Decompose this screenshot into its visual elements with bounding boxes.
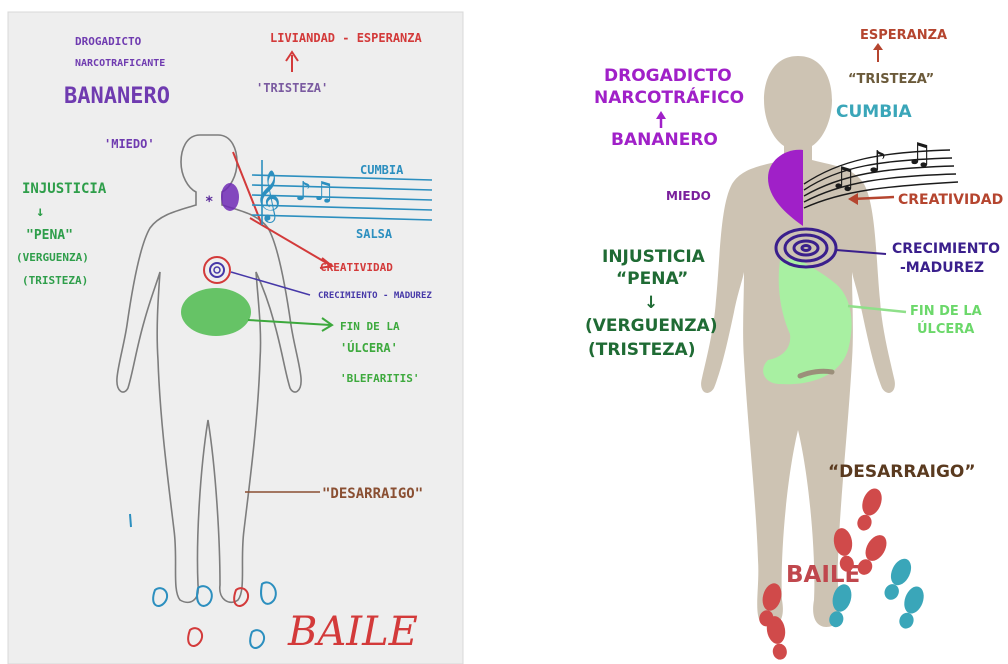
svg-text:↓: ↓ [36, 204, 44, 220]
sketch-label-narcotraficante: NARCOTRAFICANTE [75, 58, 165, 69]
sketch-label-verguenza: (VERGUENZA) [16, 251, 89, 264]
svg-text:↓: ↓ [644, 293, 658, 313]
sketch-label-desarraigo: "DESARRAIGO" [322, 486, 423, 502]
sketch-label-tristeza2: (TRISTEZA) [22, 274, 88, 287]
sketch-panel: * 𝄞 ♪♫ DROGADICTO NARCOTRAFICANTE BANANE… [8, 12, 463, 664]
sketch-label-crecimiento: CRECIMIENTO - MADUREZ [318, 291, 432, 301]
sketch-label-blefaritis: 'BLEFARITIS' [340, 372, 419, 385]
label-narcotrafico: NARCOTRÁFICO [594, 86, 744, 108]
sketch-label-salsa: SALSA [356, 227, 393, 241]
sketch-label-tristeza: 'TRISTEZA' [256, 81, 328, 95]
label-esperanza: ESPERANZA [860, 28, 947, 43]
svg-text:♪♫: ♪♫ [295, 177, 335, 207]
sketch-label-bananero: BANANERO [64, 84, 170, 109]
sketch-label-drogadicto: DROGADICTO [75, 35, 142, 48]
label-fin: FIN DE LA [910, 304, 982, 319]
svg-text:𝄞: 𝄞 [255, 170, 281, 223]
infographic-panel: ♫ ♪ ♫ ESPERANZA “TRISTEZA” DROGADICTO NA… [585, 28, 1003, 661]
sketch-heart [221, 183, 239, 211]
sketch-label-ulcera: 'ÚLCERA' [340, 340, 398, 355]
label-injusticia: INJUSTICIA [602, 247, 706, 267]
label-tristeza2: (TRISTEZA) [588, 340, 696, 360]
sketch-label-pena: "PENA" [26, 228, 73, 243]
svg-text:♪: ♪ [868, 145, 887, 180]
svg-text:♫: ♫ [906, 137, 933, 172]
label-pena: “PENA” [616, 269, 688, 289]
label-miedo: MIEDO [666, 189, 711, 203]
label-cumbia: CUMBIA [836, 102, 912, 122]
label-verguenza: (VERGUENZA) [585, 316, 717, 336]
sketch-label-cumbia: CUMBIA [360, 163, 404, 177]
label-creatividad: CREATIVIDAD [898, 192, 1003, 208]
label-desarraigo: “DESARRAIGO” [828, 462, 976, 482]
label-ulcera: ÚLCERA [917, 321, 974, 337]
label-drogadicto: DROGADICTO [604, 66, 732, 86]
label-madurez: -MADUREZ [900, 260, 984, 276]
sketch-label-liviandad: LIVIANDAD - ESPERANZA [270, 31, 422, 45]
sketch-label-miedo: 'MIEDO' [104, 137, 155, 151]
music-notes-icon: ♫ ♪ ♫ [830, 137, 933, 196]
sketch-label-injusticia: INJUSTICIA [22, 181, 107, 197]
svg-text:♫: ♫ [830, 161, 857, 196]
label-crecimiento: CRECIMIENTO [892, 241, 1000, 257]
sketch-stomach [181, 288, 251, 336]
label-bananero: BANANERO [611, 130, 718, 150]
label-tristeza: “TRISTEZA” [848, 72, 934, 87]
sketch-label-baile: BAILE [287, 609, 418, 655]
sketch-label-creatividad: CREATIVIDAD [320, 261, 393, 274]
sketch-label-fin: FIN DE LA [340, 320, 400, 333]
svg-text:*: * [205, 194, 213, 210]
